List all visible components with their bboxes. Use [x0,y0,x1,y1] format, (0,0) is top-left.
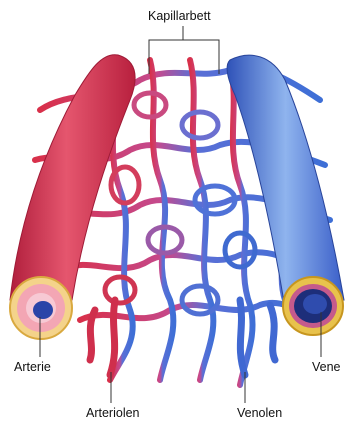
capillary-bracket-line [149,40,219,74]
venules-label: Venolen [237,406,282,420]
arterioles-label: Arteriolen [86,406,140,420]
artery-label: Arterie [14,360,51,374]
vein-cross-section [283,277,343,335]
capillary-bed-label: Kapillarbett [148,9,211,23]
vein-label: Vene [312,360,341,374]
arteriole-branches [90,300,115,375]
artery-cross-section [10,277,72,339]
